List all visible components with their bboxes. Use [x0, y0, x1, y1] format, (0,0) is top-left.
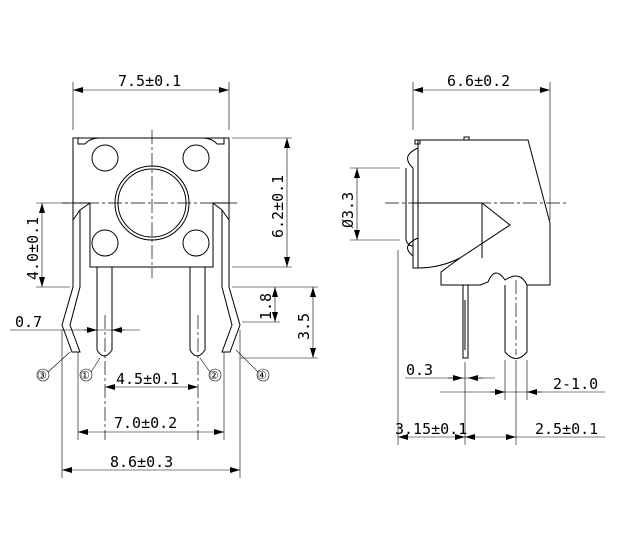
- pin-label-3: ③: [37, 369, 47, 382]
- pin-label-1: ①: [80, 369, 90, 382]
- dim-pin-pitch: 4.5±0.1: [116, 370, 179, 388]
- dim-width: 7.5±0.1: [118, 72, 181, 90]
- lead-4: [212, 202, 241, 353]
- dim-actuator-diameter: Ø3.3: [339, 192, 357, 228]
- dim-center-height: 4.0±0.1: [24, 217, 42, 280]
- front-view: 7.5±0.1 6.2±0.1 4.0±0.1 1.8 3.5 0.7 4.5±…: [10, 72, 318, 478]
- dim-outer-span: 7.0±0.2: [114, 414, 177, 432]
- switch-body: [72, 137, 230, 268]
- dim-pin-offset: 3.15±0.1: [395, 420, 467, 438]
- side-pin: [462, 285, 469, 359]
- dim-overall-span: 8.6±0.3: [110, 453, 173, 471]
- dim-post-offset: 2.5±0.1: [535, 420, 598, 438]
- dim-lead-bend: 1.8: [257, 293, 275, 320]
- dim-pin-thickness: 0.3: [406, 361, 433, 379]
- pin-label-4: ④: [257, 369, 267, 382]
- dim-post-diameter: 2-1.0: [553, 375, 598, 393]
- dim-lead-length: 3.5: [295, 313, 313, 340]
- side-body: [417, 139, 551, 286]
- side-post: [504, 285, 528, 359]
- lead-3: [61, 202, 91, 353]
- dim-depth: 6.6±0.2: [447, 72, 510, 90]
- pin-2: [189, 267, 206, 357]
- pin-label-2: ②: [209, 369, 219, 382]
- side-view: 6.6±0.2 Ø3.3 0.3 2-1.0 3.15±0.1 2.5±0.1: [339, 72, 605, 445]
- dim-height: 6.2±0.1: [269, 175, 287, 238]
- dim-lead-thickness: 0.7: [15, 313, 42, 331]
- pin-1: [96, 267, 113, 357]
